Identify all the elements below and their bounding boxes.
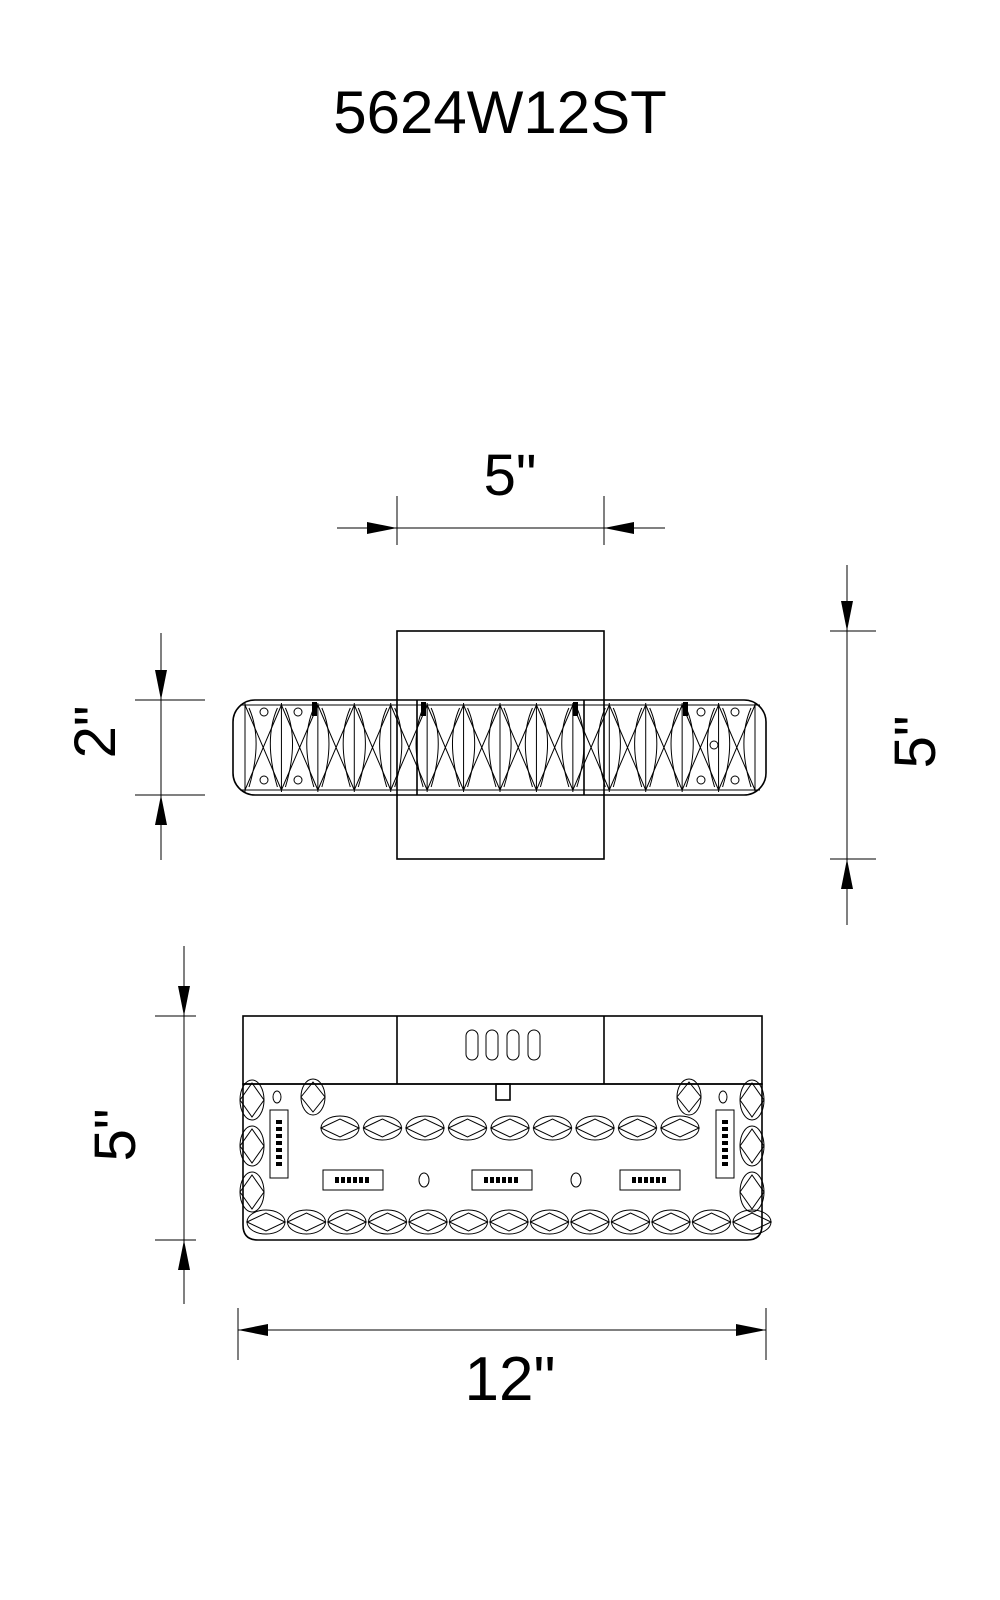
model-title: 5624W12ST [333,79,667,146]
bottom-view [239,1015,773,1241]
dimension-top-width-label: 5" [484,443,537,508]
front-view [232,630,767,860]
dimension-front-height: 2" [63,633,205,860]
dimension-bottom-width: 12" [237,1308,767,1414]
dimension-front-height-label: 2" [63,706,128,759]
dimension-side-height: 5" [830,565,948,925]
dimension-bottom-depth: 5" [83,946,196,1304]
dimension-bottom-depth-label: 5" [83,1109,148,1162]
dimension-top-width: 5" [337,443,665,545]
dimension-bottom-width-label: 12" [465,1345,556,1414]
dimension-side-height-label: 5" [883,716,948,769]
